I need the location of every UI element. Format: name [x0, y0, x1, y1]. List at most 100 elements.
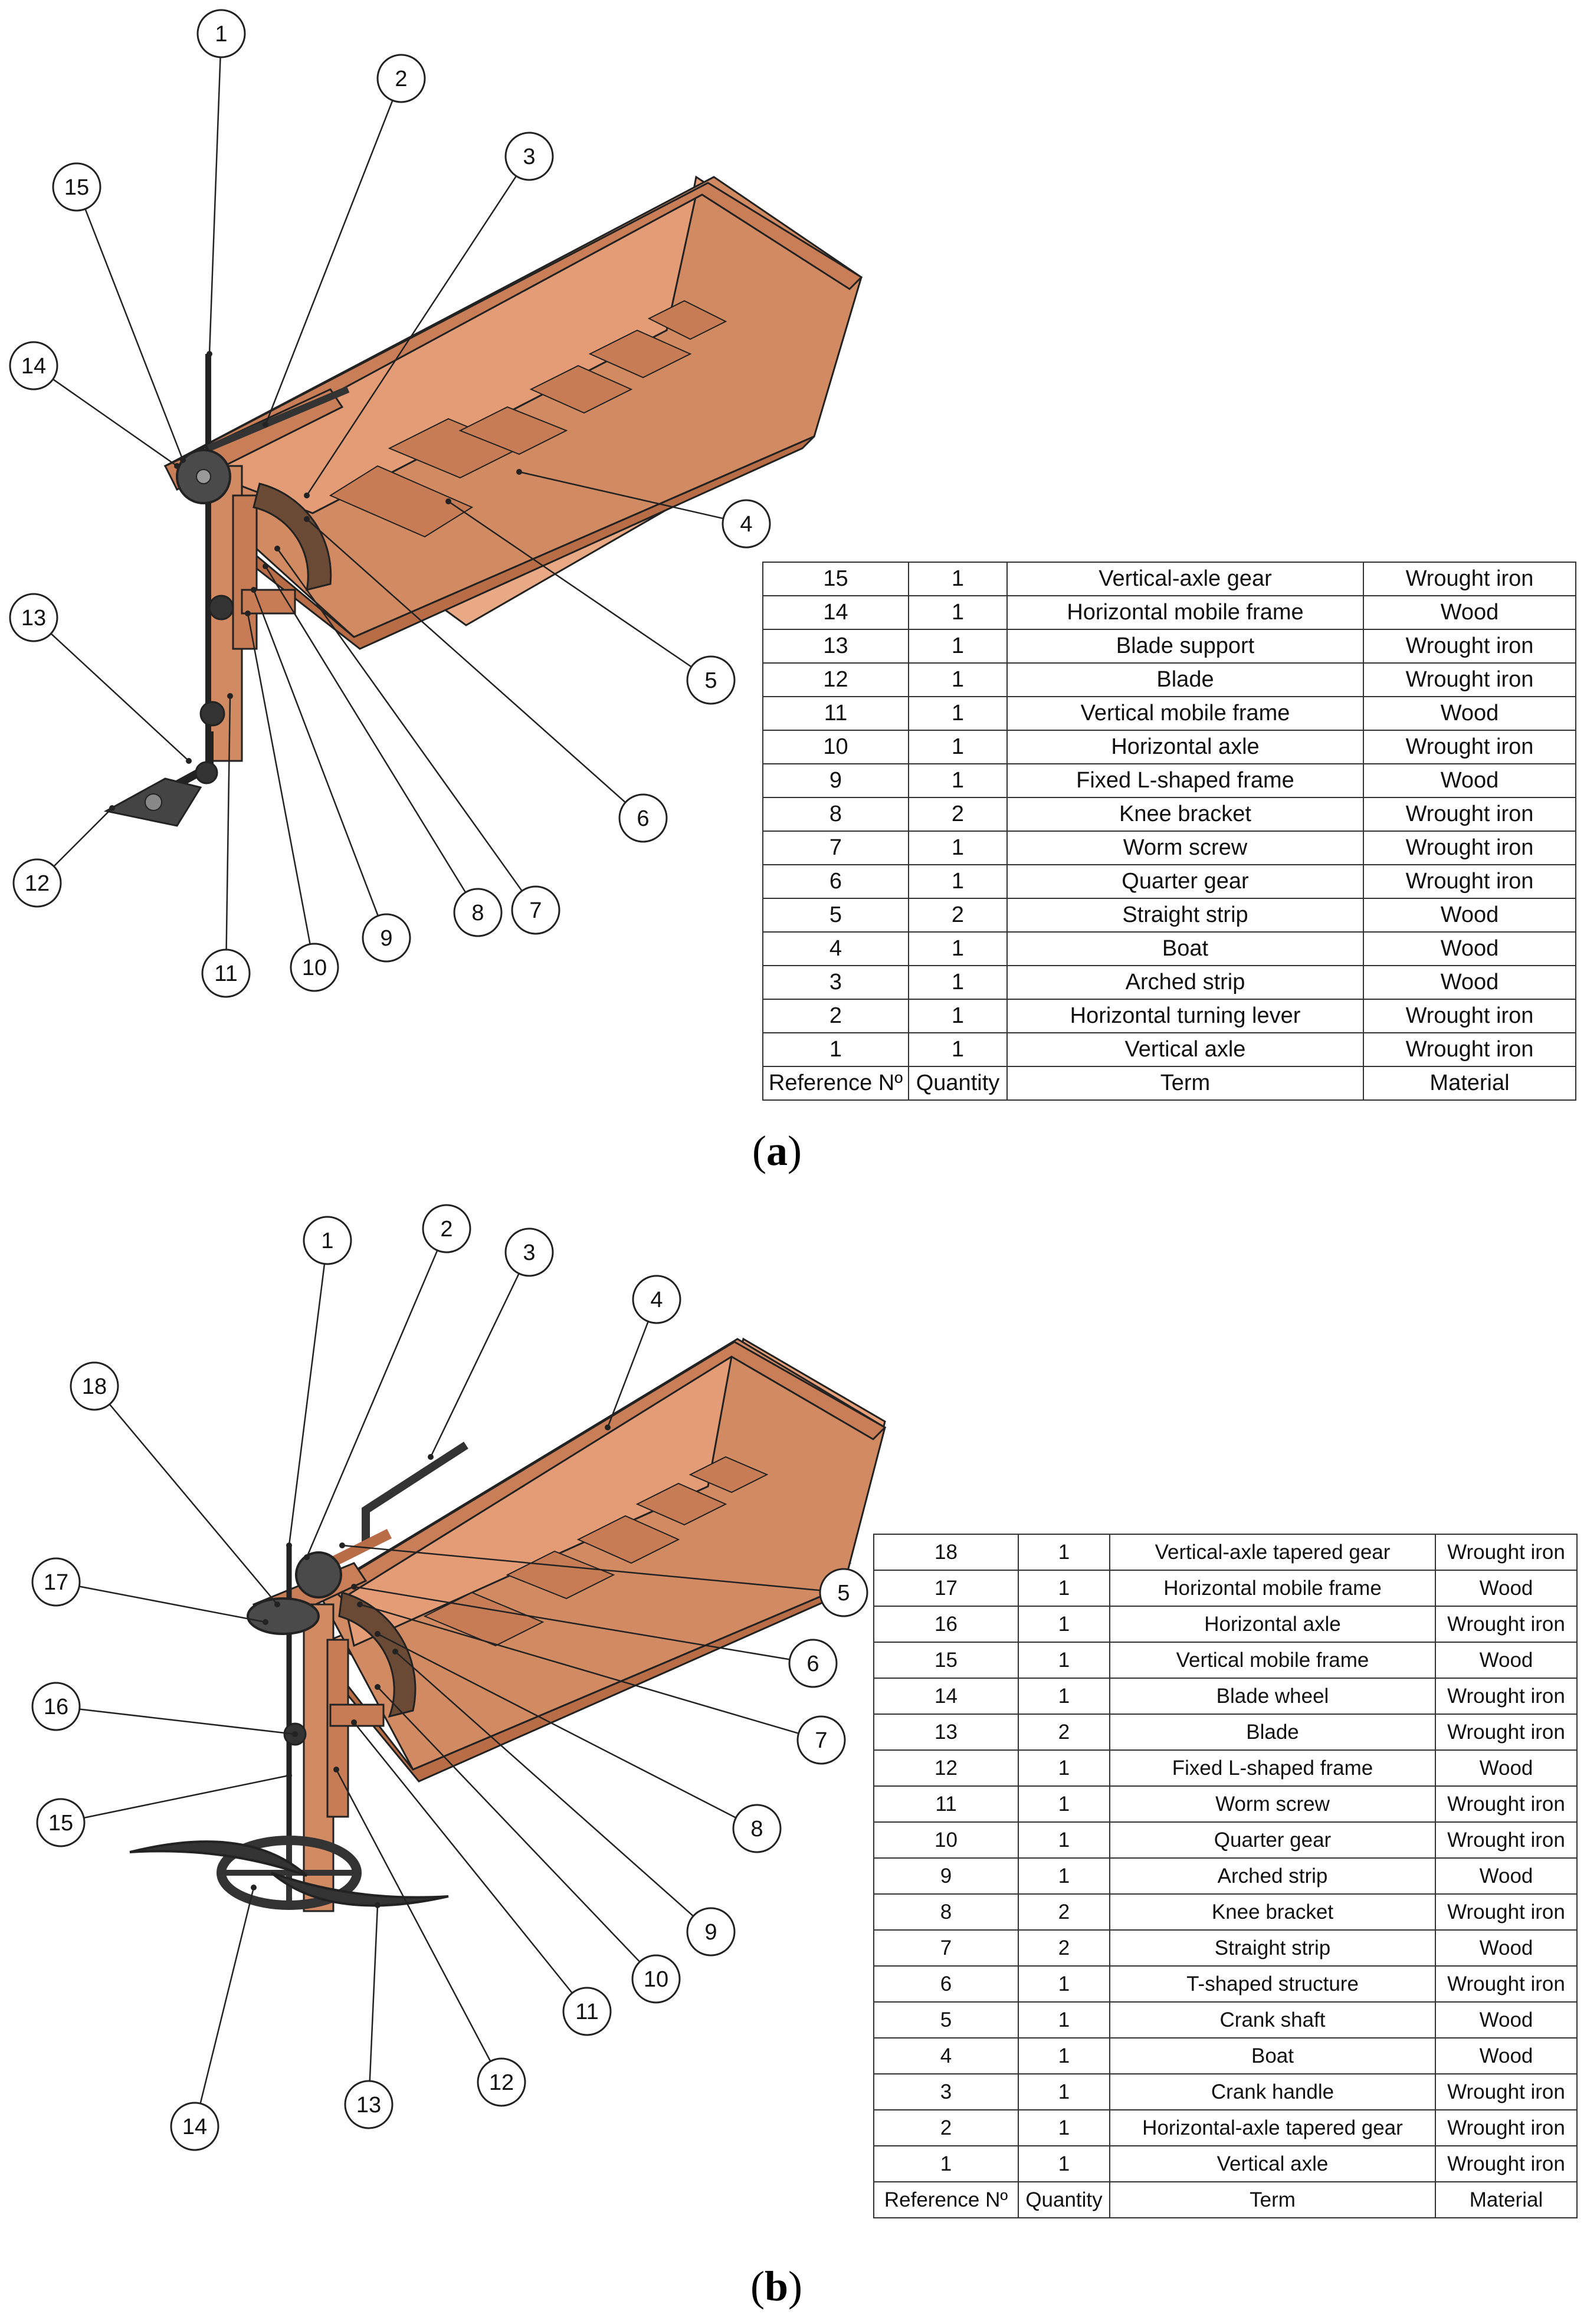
table-cell: 1 — [762, 1032, 909, 1067]
callout-arrow-tip — [274, 546, 280, 552]
table-cell: Wrought iron — [1435, 1714, 1578, 1751]
callout-arrow-tip — [357, 1601, 363, 1607]
table-cell: 15 — [873, 1642, 1019, 1679]
callout-leader-line — [247, 613, 311, 944]
gear-icon — [295, 1551, 342, 1598]
table-cell: 1 — [908, 696, 1008, 731]
table-cell: Wrought iron — [1363, 797, 1576, 832]
callout-number: 15 — [64, 175, 89, 200]
callout-leader-line — [253, 589, 379, 917]
table-cell: 10 — [873, 1821, 1019, 1859]
callout-circle — [9, 593, 58, 642]
table-cell: 10 — [762, 730, 909, 764]
table-cell: 5 — [762, 898, 909, 933]
callout-leader-line — [225, 695, 231, 950]
callout-leader-line — [519, 471, 724, 520]
table-cell: 15 — [762, 562, 909, 596]
table-cell: Crank shaft — [1109, 2001, 1436, 2039]
table-cell: Fixed L-shaped frame — [1006, 763, 1364, 798]
table-cell: Wrought iron — [1363, 831, 1576, 865]
table-cell: Knee bracket — [1109, 1893, 1436, 1931]
callout-circle — [562, 1987, 612, 2036]
callout-leader-line — [79, 1708, 296, 1735]
table-cell: 3 — [873, 2073, 1019, 2110]
table-cell: Wrought iron — [1435, 1785, 1578, 1823]
column-header: Material — [1435, 2181, 1578, 2218]
table-cell: Wood — [1363, 898, 1576, 933]
callout-leader-line — [84, 208, 184, 461]
callout-number: 5 — [837, 1581, 850, 1606]
table-cell: 4 — [873, 2037, 1019, 2074]
table-cell: 13 — [762, 629, 909, 664]
column-header: Term — [1006, 1066, 1364, 1101]
table-cell: 9 — [762, 763, 909, 798]
callout-circle — [788, 1639, 838, 1688]
table-cell: Wood — [1435, 1570, 1578, 1607]
table-cell: 7 — [762, 831, 909, 865]
callout-circle — [422, 1204, 471, 1253]
callout-circle — [290, 943, 339, 992]
table-cell: 6 — [762, 864, 909, 899]
callout-circle — [477, 2057, 526, 2107]
table-cell: Crank handle — [1109, 2073, 1436, 2110]
table-cell: Wrought iron — [1435, 2109, 1578, 2146]
table-cell: Wood — [1435, 1857, 1578, 1895]
table-cell: 12 — [762, 662, 909, 697]
callout-leader-line — [264, 100, 394, 425]
table-cell: Wood — [1363, 595, 1576, 630]
callout-number: 1 — [321, 1229, 333, 1253]
table-cell: 2 — [908, 797, 1008, 832]
callout-circle — [819, 1568, 868, 1617]
table-cell: 2 — [1018, 1893, 1110, 1931]
table-cell: 13 — [873, 1714, 1019, 1751]
callout-circle — [796, 1715, 846, 1765]
callout-number: 11 — [575, 2000, 598, 2024]
callout-circle — [632, 1275, 681, 1324]
callout-leader-line — [353, 1586, 790, 1660]
callout-number: 9 — [380, 926, 392, 951]
table-cell: Wrought iron — [1435, 2073, 1578, 2110]
callout-leader-line — [359, 1603, 799, 1734]
table-cell: Boat — [1006, 931, 1364, 966]
callout-leader-line — [83, 1774, 290, 1819]
table-cell: Wood — [1363, 696, 1576, 731]
callout-circle — [511, 885, 560, 935]
table-cell: 11 — [762, 696, 909, 731]
callout-number: 15 — [48, 1811, 73, 1836]
callout-leaders — [79, 1250, 821, 2104]
table-cell: Horizontal mobile frame — [1109, 1570, 1436, 1607]
callout-number: 6 — [637, 806, 649, 831]
table-cell: Boat — [1109, 2037, 1436, 2074]
callout-number: 13 — [356, 2093, 381, 2118]
table-cell: Quarter gear — [1109, 1821, 1436, 1859]
callout-arrow-tip — [286, 1772, 292, 1778]
callout-arrow-tip — [292, 1731, 298, 1737]
callout-number: 12 — [489, 2070, 514, 2095]
table-cell: 12 — [873, 1749, 1019, 1787]
callout-leader-line — [377, 1633, 736, 1819]
callout-circle — [170, 2102, 219, 2151]
table-cell: Horizontal-axle tapered gear — [1109, 2109, 1436, 2146]
callout-arrow-tip — [351, 1719, 357, 1725]
table-cell: Knee bracket — [1006, 797, 1364, 832]
callout-circle — [362, 913, 411, 963]
column-header: Quantity — [908, 1066, 1008, 1101]
table-cell: 11 — [873, 1785, 1019, 1823]
table-cell: Fixed L-shaped frame — [1109, 1749, 1436, 1787]
callout-number: 1 — [215, 22, 227, 47]
table-cell: 1 — [1018, 1678, 1110, 1715]
table-cell: 14 — [873, 1678, 1019, 1715]
